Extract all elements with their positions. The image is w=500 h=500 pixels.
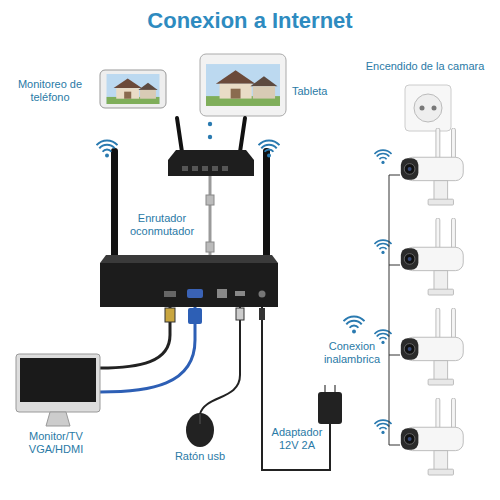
power-outlet: [405, 85, 451, 131]
device-label-box: Adaptador 12V 2A: [266, 426, 328, 452]
ethernet-cable: [206, 176, 214, 265]
phone-illustration: [107, 74, 160, 104]
device-label-box: Monitor/TV VGA/HDMI: [8, 430, 104, 456]
nvr-recorder: [187, 289, 203, 298]
mouse-illustration: [186, 413, 214, 447]
device-label: Ratón usb: [160, 450, 240, 463]
tablet-illustration: [206, 64, 280, 106]
router-illustration: [168, 150, 254, 176]
router-illustration: [202, 166, 208, 171]
power-outlet: [405, 85, 451, 131]
camera-group: [401, 308, 463, 385]
monitor-illustration: [16, 354, 100, 426]
device-label-box: Encendido de la camara: [352, 60, 498, 73]
power-outlet: [414, 94, 442, 122]
tablet-illustration: [200, 54, 286, 116]
camera-bracket: [389, 175, 400, 445]
power-adapter: [318, 385, 342, 424]
ethernet-cable: [206, 195, 214, 205]
signal-dots: [208, 122, 212, 139]
camera-group: [374, 128, 463, 475]
nvr-recorder: [235, 291, 245, 296]
router-illustration: [212, 166, 218, 171]
phone-illustration: [100, 70, 166, 108]
vga-cable: [100, 307, 202, 392]
mouse-illustration: [200, 414, 201, 424]
hdmi-cable: [165, 308, 175, 322]
camera-group: [401, 128, 463, 205]
vga-cable: [100, 307, 195, 392]
nvr-recorder: [100, 148, 278, 307]
hdmi-cable: [100, 307, 170, 368]
router-illustration: [177, 118, 182, 152]
signal-dots: [208, 122, 212, 126]
camera-bracket: [389, 175, 400, 445]
connection-note: Conexion inalambrica: [316, 340, 388, 366]
camera-group: [374, 150, 391, 164]
monitor-illustration: [16, 354, 100, 412]
router-illustration: [168, 118, 254, 176]
nvr-recorder: [164, 291, 176, 297]
power-adapter: [334, 385, 336, 392]
monitor-illustration: [20, 358, 96, 402]
nvr-recorder: [217, 289, 227, 298]
device-label-box: Tableta: [292, 85, 352, 98]
ethernet-cable: [206, 242, 214, 252]
nvr-recorder: [259, 291, 266, 298]
diagram-title: Conexion a Internet: [0, 8, 500, 34]
power-adapter: [324, 385, 326, 392]
device-label-box: Enrutador oconmutador: [122, 212, 202, 238]
router-illustration: [240, 118, 245, 152]
power-outlet: [420, 106, 425, 111]
signal-dots: [208, 135, 212, 139]
nvr-recorder: [100, 255, 278, 263]
device-label: Monitor/TV VGA/HDMI: [8, 430, 104, 456]
mouse-illustration: [186, 413, 214, 447]
nvr-recorder: [111, 148, 118, 260]
usb-cable: [236, 308, 244, 320]
device-label: Enrutador oconmutador: [122, 212, 202, 238]
usb-cable: [200, 307, 240, 414]
router-illustration: [192, 166, 198, 171]
device-label-box: Ratón usb: [160, 450, 240, 463]
device-label: Adaptador 12V 2A: [266, 426, 328, 452]
camera-group: [401, 398, 463, 475]
usb-cable: [200, 307, 244, 414]
nvr-recorder: [100, 263, 278, 307]
device-label: Encendido de la camara: [352, 60, 498, 73]
wifi-symbol: [344, 317, 365, 334]
device-label: Monitoreo de teléfono: [8, 78, 92, 104]
wifi-symbol: [259, 141, 280, 158]
power-cable: [262, 307, 330, 470]
tablet-illustration: [200, 54, 286, 116]
router-illustration: [182, 166, 188, 171]
hdmi-cable: [100, 307, 175, 368]
device-label-box: Monitoreo de teléfono: [8, 78, 92, 104]
vga-cable: [188, 308, 202, 324]
power-cable: [259, 308, 265, 320]
nvr-recorder: [263, 148, 270, 260]
device-label: Tableta: [292, 85, 352, 98]
camera-group: [401, 218, 463, 295]
power-cable: [259, 307, 330, 470]
power-adapter: [318, 392, 342, 424]
monitor-illustration: [46, 412, 70, 426]
router-illustration: [222, 166, 228, 171]
power-outlet: [432, 106, 437, 111]
wifi-symbol: [97, 141, 118, 158]
phone-illustration: [100, 70, 166, 108]
